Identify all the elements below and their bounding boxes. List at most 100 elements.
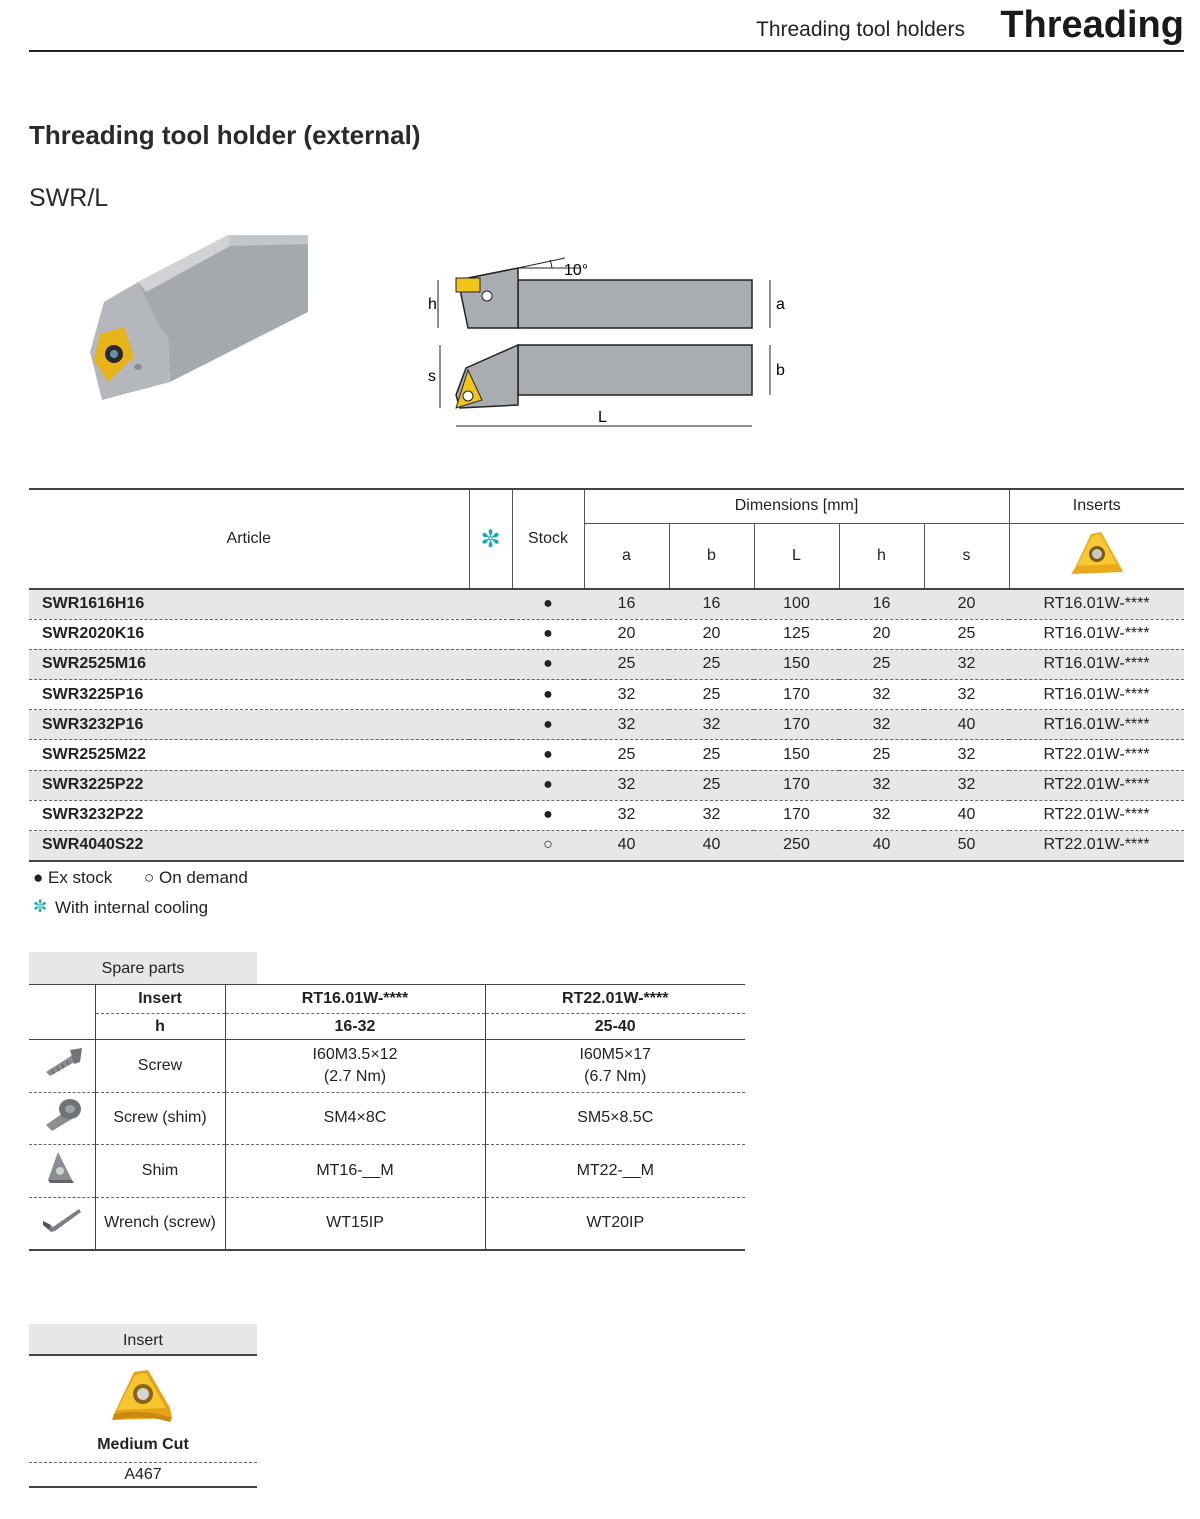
spare-parts-table: Insert RT16.01W-**** RT22.01W-**** h 16-…: [29, 984, 745, 1251]
screw-top-view: [481, 290, 493, 302]
dim-a-cell: 25: [584, 649, 669, 681]
dim-h-cell: 16: [839, 589, 924, 620]
spare-value-1: MT16-__M: [224, 1144, 485, 1198]
dim-L-cell: 170: [754, 800, 839, 832]
dim-s-cell: 50: [924, 830, 1010, 862]
dim-s-cell: 20: [924, 589, 1010, 620]
dim-a-cell: 16: [584, 589, 669, 620]
dim-L-cell: 170: [754, 770, 839, 801]
page-title: Threading tool holder (external): [29, 120, 421, 150]
spare-value-line: (2.7 Nm): [323, 1067, 387, 1085]
spare-value-2: MT22-__M: [484, 1144, 745, 1198]
dim-b-cell: 32: [669, 709, 754, 741]
dim-h-cell: 32: [839, 770, 924, 801]
model-code: SWR/L: [29, 184, 109, 212]
insert-cell: RT22.01W-****: [1009, 770, 1185, 801]
stock-cell: ●: [512, 589, 584, 620]
shim-icon: [29, 1144, 95, 1198]
col-L-header: L: [754, 523, 840, 590]
article-cell: SWR2525M16: [29, 649, 469, 681]
spare-parts-label: Spare parts: [29, 952, 257, 984]
spare-value-1: WT15IP: [224, 1197, 485, 1251]
insert-name: Medium Cut: [97, 1436, 189, 1453]
dim-b-cell: 20: [669, 619, 754, 650]
dim-b-cell: 25: [669, 739, 754, 771]
spare-h-range-2: 25-40: [484, 1013, 745, 1040]
spare-value-2: I60M5×17(6.7 Nm): [484, 1039, 745, 1093]
dim-a-label: a: [776, 296, 785, 313]
col-stock-header: Stock: [512, 488, 585, 590]
article-cell: SWR3225P22: [29, 770, 469, 801]
holder-bevel: [138, 235, 230, 292]
col-a-header: a: [584, 523, 670, 590]
spare-value-2: WT20IP: [484, 1197, 745, 1251]
angle-label: 10°: [564, 262, 588, 279]
angle-arc: [549, 259, 553, 269]
technical-drawing: 10° h a s b L: [428, 257, 785, 427]
legend-cooling-text: With internal cooling: [55, 898, 209, 917]
dim-L-cell: 125: [754, 619, 839, 650]
dim-h-label: h: [428, 296, 437, 313]
spare-name: Wrench (screw): [94, 1197, 225, 1251]
dim-h-cell: 40: [839, 830, 924, 862]
stock-cell: ●: [512, 739, 584, 771]
insert-medium-cut-icon: [112, 1370, 172, 1422]
spare-value-1: I60M3.5×12 (2.7 Nm): [224, 1039, 485, 1093]
spare-value-line: I60M5×17: [579, 1045, 652, 1063]
spare-blank-header-2: [29, 1013, 95, 1040]
article-cell: SWR2020K16: [29, 619, 469, 650]
stock-cell: ●: [512, 709, 584, 741]
article-cell: SWR3232P16: [29, 709, 469, 741]
article-cell: SWR1616H16: [29, 589, 469, 620]
insert-cell: RT16.01W-****: [1009, 679, 1185, 711]
dim-s-cell: 32: [924, 649, 1010, 681]
legend-on-demand: ○ On demand: [144, 868, 248, 887]
spare-row-shim: Shim MT16-__M MT22-__M: [29, 1144, 745, 1198]
dim-a-cell: 32: [584, 800, 669, 832]
insert-top-view: [455, 277, 481, 293]
dim-b-cell: 40: [669, 830, 754, 862]
dim-s-cell: 32: [924, 679, 1010, 711]
dim-s-cell: 40: [924, 800, 1010, 832]
holder-side-view: [517, 344, 753, 396]
dim-L-cell: 150: [754, 739, 839, 771]
col-inserts-header: Inserts: [1009, 488, 1185, 524]
article-cell: SWR3232P22: [29, 800, 469, 832]
header-divider: [29, 50, 1184, 52]
cooling-cell: [469, 739, 512, 771]
dim-h-cell: 25: [839, 649, 924, 681]
dim-b-label: b: [776, 362, 785, 379]
spare-name: Screw (shim): [94, 1092, 225, 1145]
dim-h-cell: 32: [839, 679, 924, 711]
spare-insert-col-2: RT22.01W-****: [484, 984, 745, 1014]
spare-name: Shim: [94, 1144, 225, 1198]
dim-L-label: L: [598, 409, 607, 426]
spare-blank-header: [29, 984, 95, 1014]
dim-s-cell: 32: [924, 739, 1010, 771]
spare-value-line: I60M3.5×12: [312, 1045, 398, 1063]
col-h-header: h: [839, 523, 925, 590]
col-dimensions-header: Dimensions [mm]: [584, 488, 1010, 524]
dim-s-cell: 25: [924, 619, 1010, 650]
cooling-cell: [469, 800, 512, 832]
dim-a-cell: 32: [584, 770, 669, 801]
dim-a-cell: 20: [584, 619, 669, 650]
insert-screw-head: [110, 350, 118, 358]
dim-s-cell: 40: [924, 709, 1010, 741]
spare-insert-header: Insert: [94, 984, 225, 1014]
insert-cell: RT16.01W-****: [1009, 619, 1185, 650]
wrench-icon: [29, 1197, 95, 1251]
dim-L-cell: 150: [754, 649, 839, 681]
stock-cell: ●: [512, 800, 584, 832]
dim-a-cell: 25: [584, 739, 669, 771]
cooling-cell: [469, 589, 512, 620]
insert-cell: RT16.01W-****: [1009, 589, 1185, 620]
spare-value-2: SM5×8.5C: [484, 1092, 745, 1145]
cooling-cell: [469, 619, 512, 650]
insert-code: A467: [29, 1462, 257, 1488]
